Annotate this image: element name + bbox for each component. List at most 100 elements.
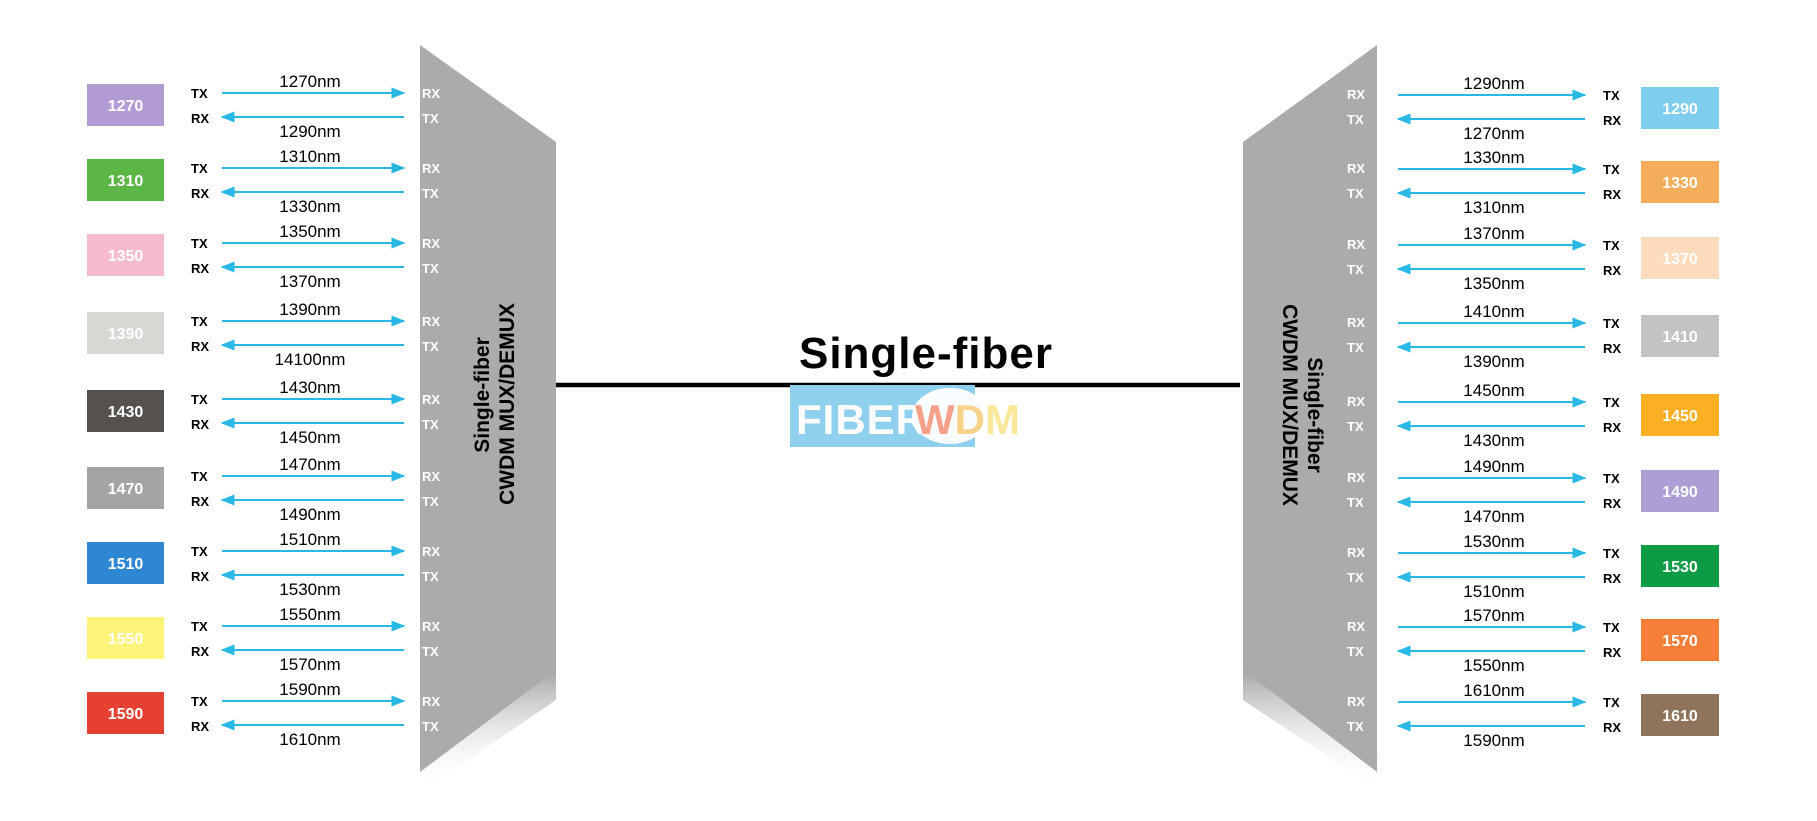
tx-wavelength-label: 1270nm <box>279 72 340 91</box>
right-device-label-line2: CWDM MUX/DEMUX <box>1278 304 1301 506</box>
tx-wavelength-label: 1370nm <box>1463 224 1524 243</box>
channel-color-box <box>1641 161 1719 203</box>
tx-wavelength-label: 1350nm <box>279 222 340 241</box>
logo-letter-w: W <box>915 396 955 443</box>
tx-wavelength-label: 1430nm <box>279 378 340 397</box>
rx-wavelength-label: 1510nm <box>1463 582 1524 601</box>
channel-code: 1390 <box>108 326 144 343</box>
device-rx-port: RX <box>1347 694 1365 709</box>
left-mux-demux: Single-fiber CWDM MUX/DEMUX <box>420 45 556 790</box>
rx-wavelength-label: 1270nm <box>1463 124 1524 143</box>
left-device-label-line2: CWDM MUX/DEMUX <box>496 303 519 505</box>
rx-wavelength-label: 1350nm <box>1463 274 1524 293</box>
rx-port-label: RX <box>1603 341 1621 356</box>
channel-color-box <box>1641 237 1719 279</box>
device-rx-port: RX <box>422 392 440 407</box>
channel-code: 1610 <box>1662 708 1698 725</box>
tx-port-label: TX <box>191 86 208 101</box>
device-tx-port: TX <box>1347 419 1364 434</box>
tx-wavelength-label: 1330nm <box>1463 148 1524 167</box>
tx-port-label: TX <box>1603 316 1620 331</box>
channel-code: 1550 <box>108 631 144 648</box>
logo-text-fiber: FIBER <box>796 396 927 443</box>
device-tx-port: TX <box>422 186 439 201</box>
tx-wavelength-label: 1530nm <box>1463 532 1524 551</box>
channel-code: 1450 <box>1662 408 1698 425</box>
tx-port-label: TX <box>1603 546 1620 561</box>
channel-code: 1590 <box>108 706 144 723</box>
rx-port-label: RX <box>191 644 209 659</box>
device-tx-port: TX <box>1347 340 1364 355</box>
device-rx-port: RX <box>422 619 440 634</box>
rx-port-label: RX <box>1603 420 1621 435</box>
tx-wavelength-label: 1590nm <box>279 680 340 699</box>
tx-port-label: TX <box>191 694 208 709</box>
tx-wavelength-label: 1550nm <box>279 605 340 624</box>
rx-port-label: RX <box>1603 645 1621 660</box>
rx-port-label: RX <box>191 339 209 354</box>
left-device-body <box>420 45 556 772</box>
channel-color-box <box>1641 545 1719 587</box>
tx-port-label: TX <box>1603 238 1620 253</box>
logo-text-wdm: WDM <box>915 396 1020 443</box>
device-tx-port: TX <box>422 569 439 584</box>
device-tx-port: TX <box>1347 262 1364 277</box>
tx-wavelength-label: 1450nm <box>1463 381 1524 400</box>
channel-color-box <box>87 159 164 201</box>
right-device-shadow <box>1243 670 1378 790</box>
device-rx-port: RX <box>1347 161 1365 176</box>
tx-port-label: TX <box>191 161 208 176</box>
rx-wavelength-label: 1290nm <box>279 122 340 141</box>
channel-code: 1570 <box>1662 633 1698 650</box>
channel-color-box <box>87 390 164 432</box>
channel-code: 1350 <box>108 248 144 265</box>
rx-port-label: RX <box>191 261 209 276</box>
device-rx-port: RX <box>1347 619 1365 634</box>
rx-wavelength-label: 1310nm <box>1463 198 1524 217</box>
rx-wavelength-label: 1430nm <box>1463 431 1524 450</box>
tx-port-label: TX <box>191 236 208 251</box>
channel-color-box <box>87 234 164 276</box>
rx-port-label: RX <box>1603 720 1621 735</box>
device-rx-port: RX <box>1347 470 1365 485</box>
device-tx-port: TX <box>422 644 439 659</box>
rx-wavelength-label: 1530nm <box>279 580 340 599</box>
device-tx-port: TX <box>422 261 439 276</box>
channel-color-box <box>87 84 164 126</box>
channel-code: 1330 <box>1662 175 1698 192</box>
right-device-body <box>1243 45 1377 772</box>
rx-wavelength-label: 1590nm <box>1463 731 1524 750</box>
channel-color-box <box>87 312 164 354</box>
tx-port-label: TX <box>1603 162 1620 177</box>
channel-code: 1290 <box>1662 101 1698 118</box>
channel-color-box <box>1641 87 1719 129</box>
channel-color-box <box>1641 694 1719 736</box>
rx-port-label: RX <box>1603 187 1621 202</box>
rx-wavelength-label: 1570nm <box>279 655 340 674</box>
channel-color-box <box>1641 619 1719 661</box>
rx-port-label: RX <box>191 417 209 432</box>
device-tx-port: TX <box>1347 570 1364 585</box>
rx-port-label: RX <box>191 111 209 126</box>
rx-wavelength-label: 1330nm <box>279 197 340 216</box>
device-tx-port: TX <box>1347 644 1364 659</box>
rx-port-label: RX <box>191 186 209 201</box>
device-rx-port: RX <box>1347 315 1365 330</box>
tx-port-label: TX <box>191 619 208 634</box>
channel-code: 1270 <box>108 98 144 115</box>
device-rx-port: RX <box>422 161 440 176</box>
device-tx-port: TX <box>1347 186 1364 201</box>
rx-wavelength-label: 1490nm <box>279 505 340 524</box>
tx-port-label: TX <box>1603 695 1620 710</box>
device-tx-port: TX <box>422 417 439 432</box>
left-channel-rows: 1270TXRX1270nm1290nmRXTX1310TXRX1310nm13… <box>87 72 440 749</box>
device-tx-port: TX <box>1347 495 1364 510</box>
